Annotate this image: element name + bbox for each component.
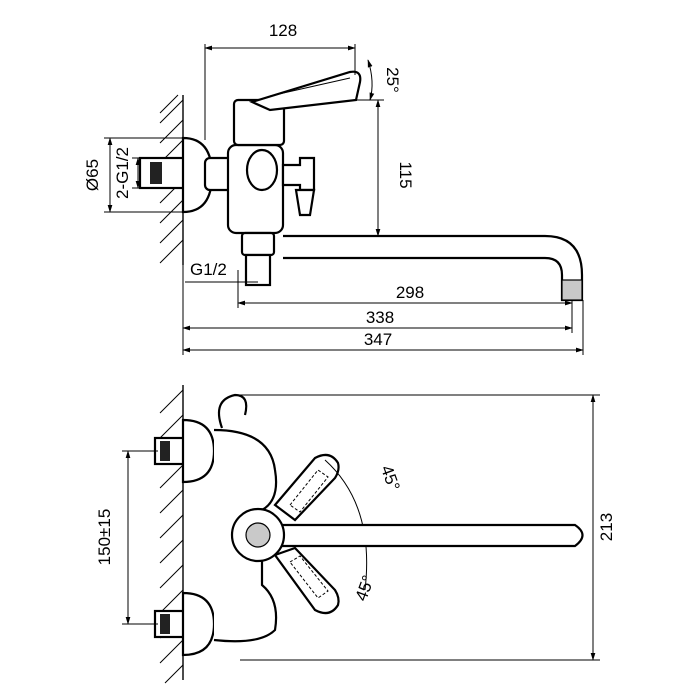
front-view: 45° 45° 150±15 213 [95,385,616,684]
outlet-neck [240,231,276,257]
angle-25-label: 25° [383,67,402,93]
dim-128-label: 128 [269,21,297,40]
dim-213-label: 213 [597,513,616,541]
diverter-lever [294,188,316,217]
hub-center [245,522,271,548]
inlet-thread [150,162,162,184]
dim-347-label: 347 [364,330,392,349]
front-spout [256,523,584,548]
outlet-nozzle [244,253,272,287]
aerator [561,279,583,301]
lever-handle [248,70,362,112]
angle-lower-label: 45° [352,573,379,604]
spout [283,234,584,302]
body-port [245,148,279,192]
flange-upper [181,418,216,484]
wall-hatch-bottom [159,385,184,684]
dim-diameter-label: Ø65 [83,159,102,191]
flange-lower [181,591,216,657]
shower-hook [217,393,248,429]
side-view: 128 25° 115 Ø65 2-G1/2 G1/2 298 338 [83,21,584,355]
dim-outlet-thread-label: G1/2 [190,260,227,279]
dim-298-label: 298 [396,283,424,302]
dim-338-label: 338 [366,308,394,327]
dim-115-label: 115 [396,161,415,188]
dim-inlet-thread-label: 2-G1/2 [113,147,132,199]
inlet-pipe [138,156,187,190]
diverter-knob [281,156,316,192]
dim-center-distance-label: 150±15 [95,509,114,566]
angle-upper-label: 45° [377,463,404,494]
